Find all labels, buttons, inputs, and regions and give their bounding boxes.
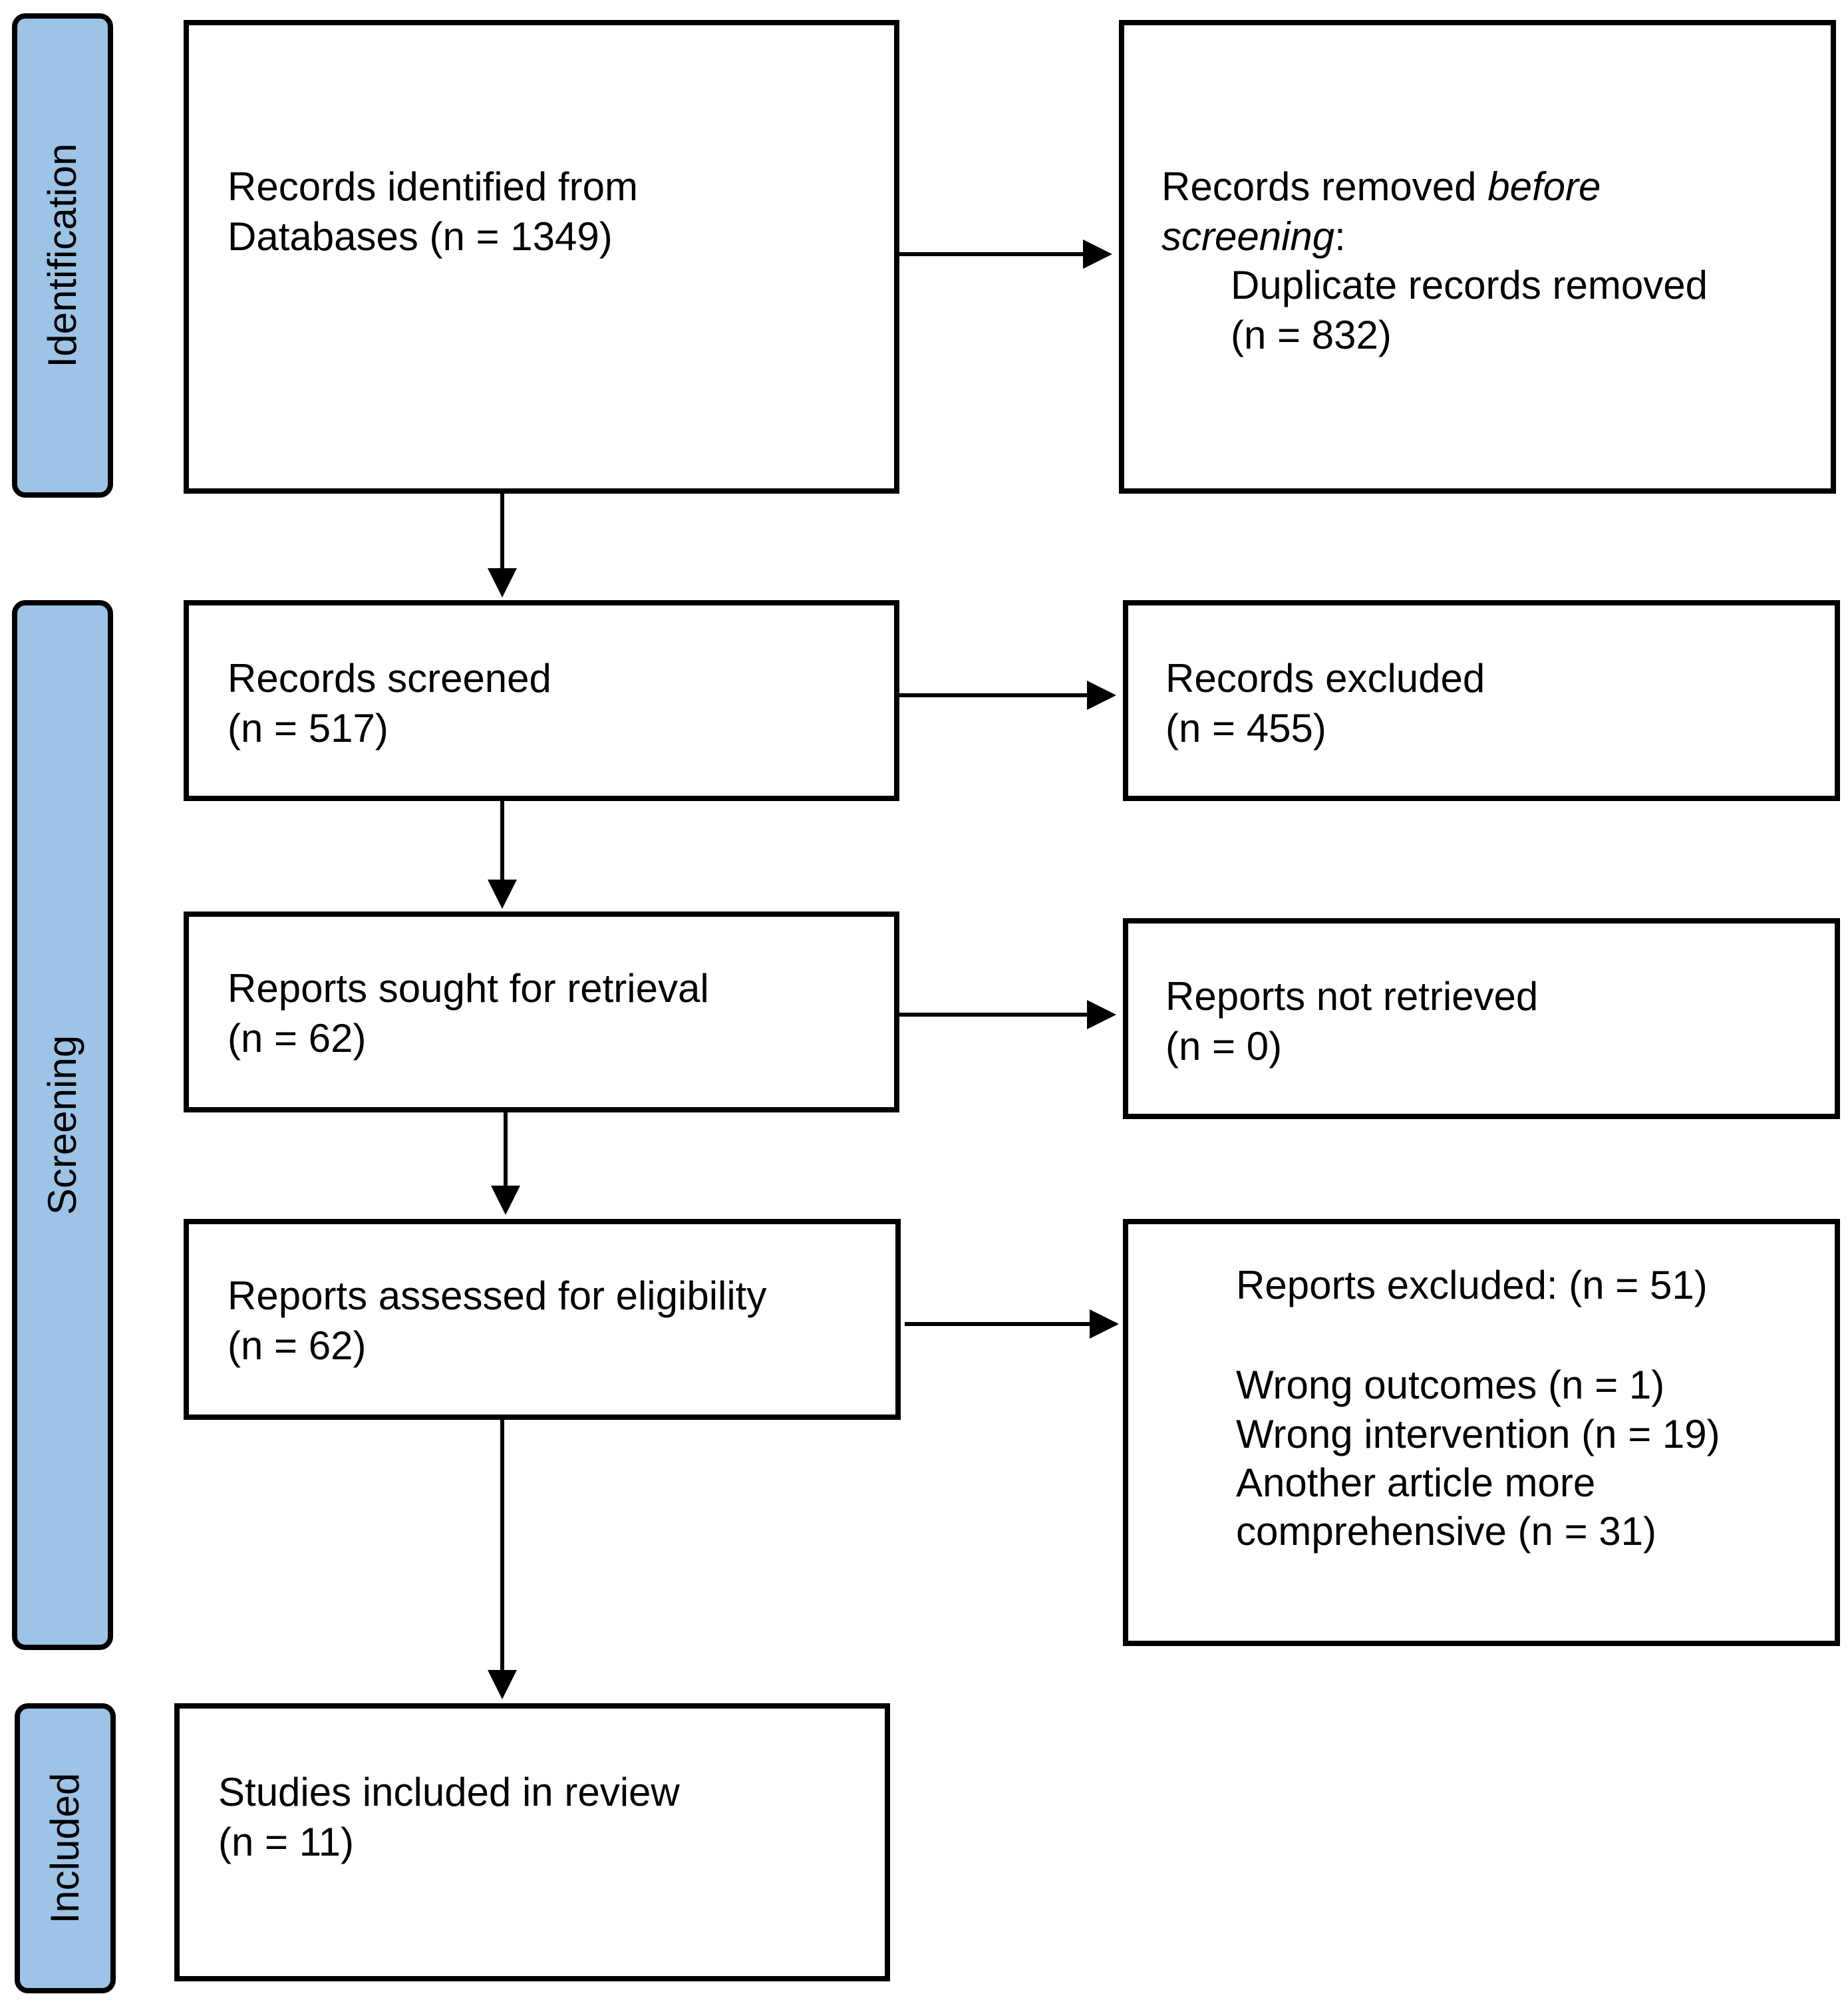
records-screened-box: Records screened (n = 517)	[184, 600, 899, 801]
exclusion-reason-outcomes: Wrong outcomes (n = 1)	[1236, 1363, 1665, 1407]
records-excluded-box: Records excluded (n = 455)	[1123, 600, 1840, 801]
reports-not-retrieved-line1: Reports not retrieved	[1165, 974, 1539, 1019]
arrowhead-screened	[488, 568, 517, 597]
duplicate-records-line: Duplicate records removed	[1231, 263, 1708, 307]
arrowhead-excluded	[1087, 681, 1116, 710]
reports-assessed-line2: (n = 62)	[228, 1323, 367, 1368]
exclusion-reason-intervention: Wrong intervention (n = 19)	[1236, 1412, 1720, 1456]
records-removed-line2: screening:	[1161, 214, 1346, 259]
reports-not-retrieved-line2: (n = 0)	[1165, 1024, 1283, 1069]
records-screened-line1: Records screened	[228, 656, 551, 701]
arrowhead-reports-excluded	[1090, 1309, 1119, 1339]
arrowhead-included	[488, 1670, 517, 1699]
records-removed-box: Records removed before screening: Duplic…	[1119, 20, 1836, 494]
duplicate-records-count: (n = 832)	[1231, 313, 1392, 357]
records-excluded-line2: (n = 455)	[1165, 706, 1326, 750]
phase-bar-screening: Screening	[12, 600, 113, 1650]
reports-sought-line1: Reports sought for retrieval	[228, 966, 709, 1011]
phase-bar-included: Included	[15, 1703, 116, 1993]
reports-assessed-line1: Reports assessed for eligibility	[228, 1273, 767, 1318]
arrowhead-sought	[488, 880, 517, 909]
reports-excluded-box: Reports excluded: (n = 51) Wrong outcome…	[1123, 1219, 1840, 1646]
studies-included-line2: (n = 11)	[218, 1820, 354, 1864]
phase-bar-identification: Identification	[12, 13, 113, 498]
studies-included-box: Studies included in review (n = 11)	[174, 1703, 890, 1981]
records-screened-line2: (n = 517)	[228, 706, 388, 750]
records-identified-line1: Records identified from	[228, 164, 638, 209]
records-excluded-line1: Records excluded	[1165, 656, 1485, 701]
reports-assessed-box: Reports assessed for eligibility (n = 62…	[184, 1219, 901, 1420]
records-identified-line2: Databases (n = 1349)	[228, 214, 613, 259]
reports-sought-line2: (n = 62)	[228, 1016, 367, 1061]
studies-included-line1: Studies included in review	[218, 1770, 680, 1814]
reports-sought-box: Reports sought for retrieval (n = 62)	[184, 912, 899, 1112]
records-identified-box: Records identified from Databases (n = 1…	[184, 20, 899, 494]
exclusion-reason-comprehensive-line1: Another article more	[1236, 1460, 1596, 1505]
records-removed-line1: Records removed before	[1161, 164, 1601, 209]
exclusion-reason-comprehensive-line2: comprehensive (n = 31)	[1236, 1509, 1656, 1554]
arrowhead-not-retrieved	[1087, 1000, 1116, 1029]
arrowhead-removed	[1083, 240, 1112, 269]
reports-not-retrieved-box: Reports not retrieved (n = 0)	[1123, 918, 1840, 1119]
arrowhead-assessed	[491, 1186, 520, 1215]
reports-excluded-heading: Reports excluded: (n = 51)	[1236, 1263, 1708, 1307]
